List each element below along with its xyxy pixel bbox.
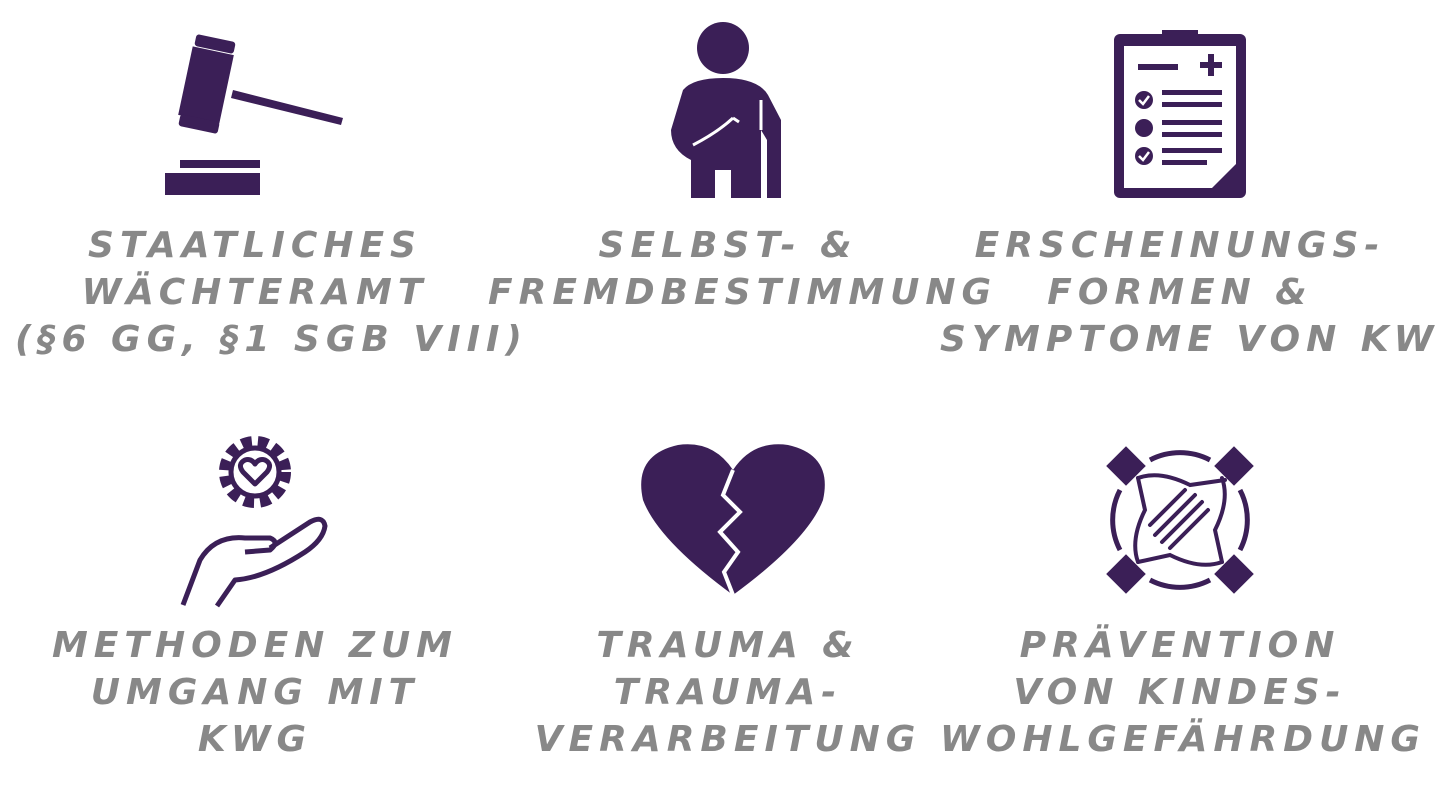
tile-erscheinungsformen: ERSCHEINUNGS- FORMEN & SYMPTOME VON KWG [940,0,1440,400]
label-line: WOHLGEFÄHRDUNG [940,719,1426,760]
hand-gear-heart-icon [180,436,328,608]
label-line: PRÄVENTION [1019,625,1341,666]
label-line: VON KINDES- [1013,672,1347,713]
tile-selbst-fremdbestimmung: SELBST- & FREMDBESTIMMUNG [488,0,998,400]
tile-praevention: PRÄVENTION VON KINDES- WOHLGEFÄHRDUNG [940,400,1420,810]
stacked-hands-icon [1106,446,1254,594]
label-line: FORMEN & [1047,272,1313,313]
broken-heart-icon [641,444,825,596]
label-line: FREMDBESTIMMUNG [488,272,998,313]
label-line: SYMPTOME VON KWG [940,319,1440,360]
label-line: (§6 GG, §1 SGB VIII) [15,319,528,360]
tile-methoden-umgang: METHODEN ZUM UMGANG MIT KWG [15,400,495,810]
gavel-icon [165,34,343,195]
person-hand-on-chest-icon [671,22,781,198]
label-line: KWG [197,719,313,760]
label-line: UMGANG MIT [90,672,420,713]
clipboard-checklist-icon [1114,30,1246,198]
tile-trauma: TRAUMA & TRAUMA- VERARBEITUNG [488,400,968,810]
label-line: STAATLICHES [88,225,422,266]
label-line: SELBST- & [598,225,858,266]
label-line: TRAUMA & [596,625,860,666]
tile-staatliches-waechteramt: STAATLICHES WÄCHTERAMT (§6 GG, §1 SGB VI… [15,0,528,400]
label-line: TRAUMA- [613,672,843,713]
label-line: ERSCHEINUNGS- [974,225,1386,266]
label-line: WÄCHTERAMT [81,272,429,313]
label-line: VERARBEITUNG [534,719,922,760]
label-line: METHODEN ZUM [51,625,458,666]
